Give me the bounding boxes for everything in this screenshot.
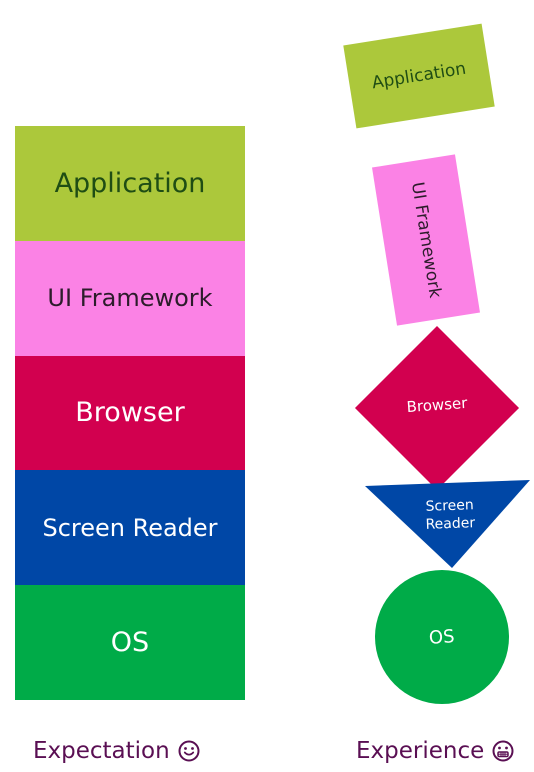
layer-browser-label: Browser bbox=[75, 397, 185, 429]
experience-os-label: OS bbox=[428, 625, 456, 649]
experience-caption: Experience bbox=[356, 738, 514, 764]
layer-ui-framework: UI Framework bbox=[15, 240, 245, 356]
expectation-caption-text: Expectation bbox=[33, 738, 170, 764]
experience-screen-reader-line2: Reader bbox=[425, 515, 476, 533]
layer-os-label: OS bbox=[110, 627, 150, 659]
layer-browser: Browser bbox=[15, 355, 245, 471]
experience-os-circle: OS bbox=[375, 570, 509, 704]
experience-caption-text: Experience bbox=[356, 738, 485, 764]
experience-screen-reader-triangle bbox=[365, 480, 530, 568]
slight-smile-icon bbox=[178, 740, 200, 762]
layer-os: OS bbox=[15, 585, 245, 700]
layer-screen-reader: Screen Reader bbox=[15, 470, 245, 586]
expectation-stack: Application UI Framework Browser Screen … bbox=[15, 126, 245, 700]
layer-application: Application bbox=[15, 126, 245, 241]
expectation-caption: Expectation bbox=[33, 738, 200, 764]
experience-screen-reader-label: Screen Reader bbox=[394, 495, 505, 535]
grimace-icon bbox=[492, 740, 514, 762]
layer-screen-reader-label: Screen Reader bbox=[42, 513, 218, 542]
layer-ui-framework-label: UI Framework bbox=[47, 284, 213, 313]
layer-application-label: Application bbox=[54, 167, 206, 199]
